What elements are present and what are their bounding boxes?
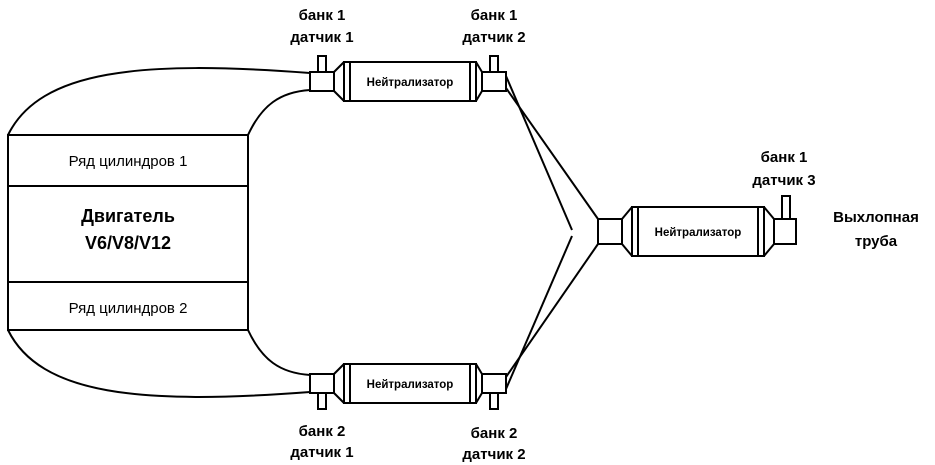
cylinder-bank-2-label: Ряд цилиндров 2 [69, 300, 188, 317]
sensor-b1s1-body [309, 71, 335, 92]
sensor-b2s2-label-line1: банк 2 [471, 425, 518, 442]
y-pipe [505, 75, 599, 390]
sensor-b2s1-body [309, 373, 335, 394]
main-catalyst [631, 206, 765, 257]
upper-catalyst [343, 61, 477, 102]
upper-manifold-outer [7, 67, 311, 136]
engine-title-line2: V6/V8/V12 [85, 233, 171, 253]
sensor-b2s2-label-line2: датчик 2 [462, 446, 525, 463]
sensor-b2s2-stem [489, 392, 499, 410]
main-inlet-pipe [597, 218, 623, 245]
lower-manifold-inner [247, 329, 311, 376]
sensor-b1s2-label-line1: банк 1 [471, 7, 518, 24]
main-catalyst-assembly: Нейтрализатор [597, 195, 797, 257]
engine-title-line1: Двигатель [81, 206, 175, 226]
sensor-b1s2-body [481, 71, 507, 92]
sensor-b2s1-label-line1: банк 2 [299, 423, 346, 440]
lower-catalyst [343, 363, 477, 404]
upper-branch: Нейтрализатор [309, 55, 507, 102]
exhaust-pipe-label-line1: Выхлопная [833, 209, 919, 226]
exhaust-pipe-label-line2: труба [855, 233, 898, 250]
engine-block: Ряд цилиндров 1 Двигатель V6/V8/V12 Ряд … [7, 134, 249, 331]
sensor-b1s3-stem [781, 195, 791, 220]
sensor-b1s3-label-line1: банк 1 [761, 149, 808, 166]
lower-manifold-outer [7, 329, 311, 398]
upper-catalyst-label: Нейтрализатор [367, 77, 454, 89]
sensor-b1s1-label-line2: датчик 1 [290, 29, 353, 46]
sensor-b2s2-body [481, 373, 507, 394]
sensor-b1s1-stem [317, 55, 327, 73]
lower-branch: Нейтрализатор [309, 363, 507, 410]
sensor-b2s1-stem [317, 392, 327, 410]
sensor-b1s2-label-line2: датчик 2 [462, 29, 525, 46]
cylinder-bank-1-label: Ряд цилиндров 1 [69, 153, 188, 170]
lower-catalyst-label: Нейтрализатор [367, 379, 454, 391]
sensor-b1s2-stem [489, 55, 499, 73]
sensor-b1s1-label-line1: банк 1 [299, 7, 346, 24]
upper-manifold-inner [247, 89, 311, 136]
tailpipe-outlet [773, 218, 797, 245]
main-catalyst-label: Нейтрализатор [655, 227, 742, 239]
sensor-b1s3-label-line2: датчик 3 [752, 172, 815, 189]
sensor-b2s1-label-line2: датчик 1 [290, 444, 353, 461]
